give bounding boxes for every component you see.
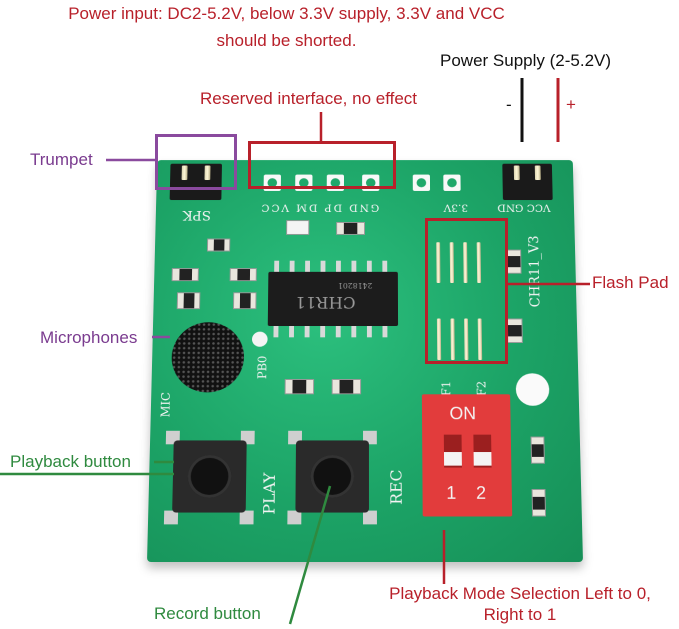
flash-pad-highlight-box <box>425 218 508 364</box>
minus-label: - <box>506 95 512 114</box>
mode-selection-note: Playback Mode Selection Left to 0, Right… <box>370 583 670 626</box>
power-input-line2: should be shorted. <box>216 31 357 51</box>
trumpet-highlight-box <box>155 134 237 190</box>
trumpet-label: Trumpet <box>30 150 93 169</box>
mode-selection-line1: Playback Mode Selection Left to 0, <box>389 584 651 603</box>
mode-selection-line2: Right to 1 <box>483 605 557 625</box>
power-input-line1: Power input: DC2-5.2V, below 3.3V supply… <box>68 4 505 23</box>
reserved-highlight-box <box>248 141 396 189</box>
record-button-label: Record button <box>154 604 261 623</box>
playback-button-label: Playback button <box>10 452 131 471</box>
microphones-label: Microphones <box>40 328 138 347</box>
plus-label: + <box>566 95 576 114</box>
reserved-interface-label: Reserved interface, no effect <box>200 89 418 108</box>
flash-pad-label: Flash Pad <box>592 273 669 292</box>
power-supply-label: Power Supply (2-5.2V) <box>440 51 612 70</box>
power-input-note: Power input: DC2-5.2V, below 3.3V supply… <box>34 3 539 52</box>
